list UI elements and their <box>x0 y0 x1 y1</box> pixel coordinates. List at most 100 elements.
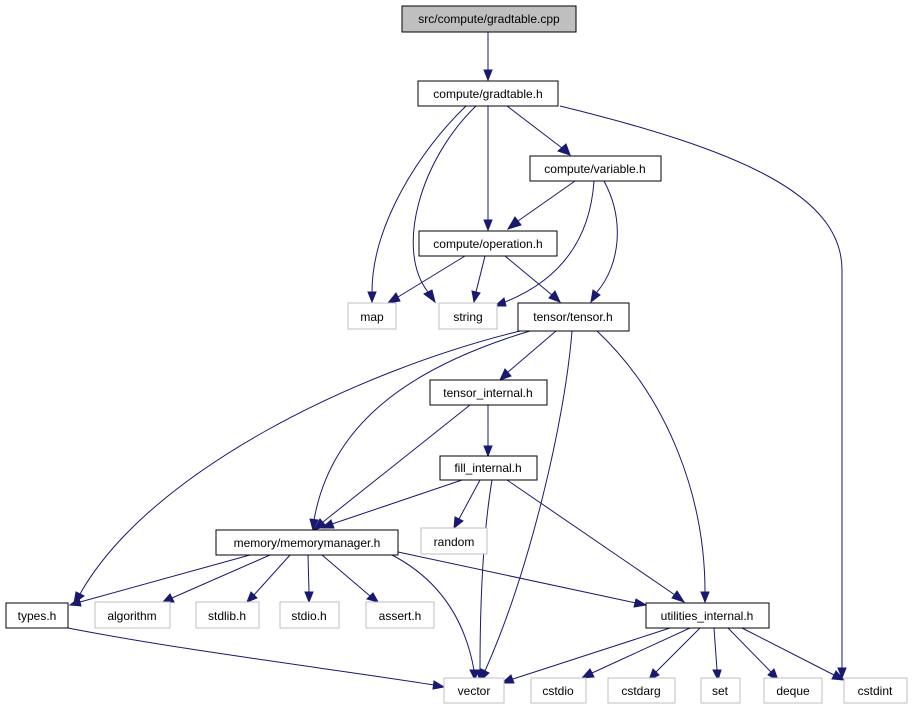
node-label: assert.h <box>379 609 422 623</box>
node-gradtable-h[interactable]: compute/gradtable.h <box>417 80 559 107</box>
edge-memorymanager-h-to-assert-h <box>321 554 371 597</box>
arrowhead <box>590 289 601 304</box>
edge-variable-h-to-operation-h <box>517 180 576 222</box>
edge-tensor-h-to-utilities-internal-h <box>596 330 706 593</box>
node-label: deque <box>776 684 810 698</box>
arrowhead <box>423 289 436 304</box>
node-label: stdio.h <box>291 609 326 623</box>
edge-operation-h-to-map <box>397 255 466 298</box>
arrowhead <box>475 669 485 682</box>
node-label: algorithm <box>107 609 156 623</box>
edge-variable-h-to-string <box>504 180 595 303</box>
edge-operation-h-to-tensor-h <box>504 255 553 296</box>
arrowhead <box>506 216 522 230</box>
edge-utilities-internal-h-to-cstdarg <box>655 627 701 673</box>
node-label: memory/memorymanager.h <box>234 536 381 550</box>
node-label: types.h <box>18 609 57 623</box>
arrowhead <box>712 669 722 682</box>
arrowhead <box>367 291 377 304</box>
edge-variable-h-to-tensor-h <box>596 180 618 293</box>
node-set[interactable]: set <box>700 677 741 704</box>
node-label: fill_internal.h <box>454 461 521 475</box>
arrowhead <box>309 518 319 532</box>
arrowhead <box>471 290 481 304</box>
node-label: cstdint <box>858 684 893 698</box>
node-assert-h[interactable]: assert.h <box>365 601 435 629</box>
edge-utilities-internal-h-to-set <box>713 627 718 671</box>
edge-gradtable-h-to-string <box>412 105 477 293</box>
node-cstdint[interactable]: cstdint <box>843 677 908 704</box>
node-tensor-internal-h[interactable]: tensor_internal.h <box>429 379 548 406</box>
arrowhead <box>366 592 380 603</box>
arrowhead <box>700 591 710 604</box>
node-label: utilities_internal.h <box>661 609 754 623</box>
node-operation-h[interactable]: compute/operation.h <box>418 230 558 257</box>
node-fill-internal-h[interactable]: fill_internal.h <box>439 455 538 481</box>
graph-edges <box>67 32 847 690</box>
edge-tensor-h-to-types-h <box>79 330 521 595</box>
edge-fill-internal-h-to-memorymanager-h <box>331 479 463 525</box>
edge-utilities-internal-h-to-cstdint <box>741 627 835 676</box>
node-label: vector <box>458 684 491 698</box>
node-tensor-h[interactable]: tensor/tensor.h <box>517 302 630 332</box>
arrowhead <box>500 674 515 684</box>
node-label: map <box>360 310 384 324</box>
node-label: stdlib.h <box>208 609 246 623</box>
node-label: random <box>434 535 475 549</box>
node-variable-h[interactable]: compute/variable.h <box>529 155 662 182</box>
arrowhead <box>161 593 175 603</box>
edge-fill-internal-h-to-vector <box>479 479 493 671</box>
edge-memorymanager-h-to-vector <box>391 554 475 671</box>
edge-gradtable-h-to-cstdint <box>559 105 843 668</box>
node-label: set <box>712 684 729 698</box>
arrowhead <box>246 591 258 603</box>
edge-memorymanager-h-to-algorithm <box>171 554 271 599</box>
node-label: compute/operation.h <box>433 237 542 251</box>
node-types-h[interactable]: types.h <box>5 602 69 629</box>
node-label: tensor/tensor.h <box>533 310 612 324</box>
arrowhead <box>493 297 507 307</box>
arrowhead <box>68 597 82 607</box>
node-stdio-h[interactable]: stdio.h <box>279 601 340 629</box>
node-memorymanager-h[interactable]: memory/memorymanager.h <box>215 529 399 556</box>
arrowhead <box>432 680 446 690</box>
arrowhead <box>548 290 561 303</box>
node-stdlib-h[interactable]: stdlib.h <box>195 601 260 629</box>
edge-fill-internal-h-to-utilities-internal-h <box>506 479 676 596</box>
edge-tensor-h-to-vector <box>484 330 573 672</box>
node-string[interactable]: string <box>438 302 498 330</box>
edge-memorymanager-h-to-stdlib-h <box>253 554 291 596</box>
node-label: tensor_internal.h <box>443 386 532 400</box>
arrowhead <box>469 669 479 682</box>
edge-utilities-internal-h-to-vector <box>512 627 671 680</box>
edge-memorymanager-h-to-types-h <box>79 554 251 603</box>
edge-memorymanager-h-to-utilities-internal-h <box>397 551 637 604</box>
arrowhead <box>304 591 314 604</box>
node-cstdarg[interactable]: cstdarg <box>607 677 676 704</box>
node-utilities-internal-h[interactable]: utilities_internal.h <box>645 602 770 629</box>
node-cstdio[interactable]: cstdio <box>530 677 587 704</box>
node-random[interactable]: random <box>420 527 488 555</box>
edge-types-h-to-vector <box>67 627 435 686</box>
edge-tensor-h-to-tensor-internal-h <box>507 330 557 373</box>
node-gradtable-cpp[interactable]: src/compute/gradtable.cpp <box>401 5 577 33</box>
edge-gradtable-h-to-variable-h <box>506 105 563 149</box>
node-label: cstdio <box>542 684 574 698</box>
arrowhead <box>483 69 493 82</box>
edge-tensor-internal-h-to-memorymanager-h <box>322 404 471 523</box>
arrowhead <box>671 590 686 603</box>
edge-utilities-internal-h-to-cstdio <box>591 627 691 674</box>
arrowhead <box>557 143 571 156</box>
node-map[interactable]: map <box>347 302 397 330</box>
node-label: compute/gradtable.h <box>433 87 542 101</box>
arrowhead <box>580 668 595 679</box>
node-vector[interactable]: vector <box>443 677 505 704</box>
arrowhead <box>320 519 335 529</box>
node-deque[interactable]: deque <box>763 677 823 704</box>
node-label: cstdarg <box>621 684 660 698</box>
arrowhead <box>483 219 493 232</box>
node-algorithm[interactable]: algorithm <box>94 601 171 629</box>
edge-memorymanager-h-to-stdio-h <box>307 554 310 593</box>
edge-gradtable-h-to-map <box>371 105 467 293</box>
